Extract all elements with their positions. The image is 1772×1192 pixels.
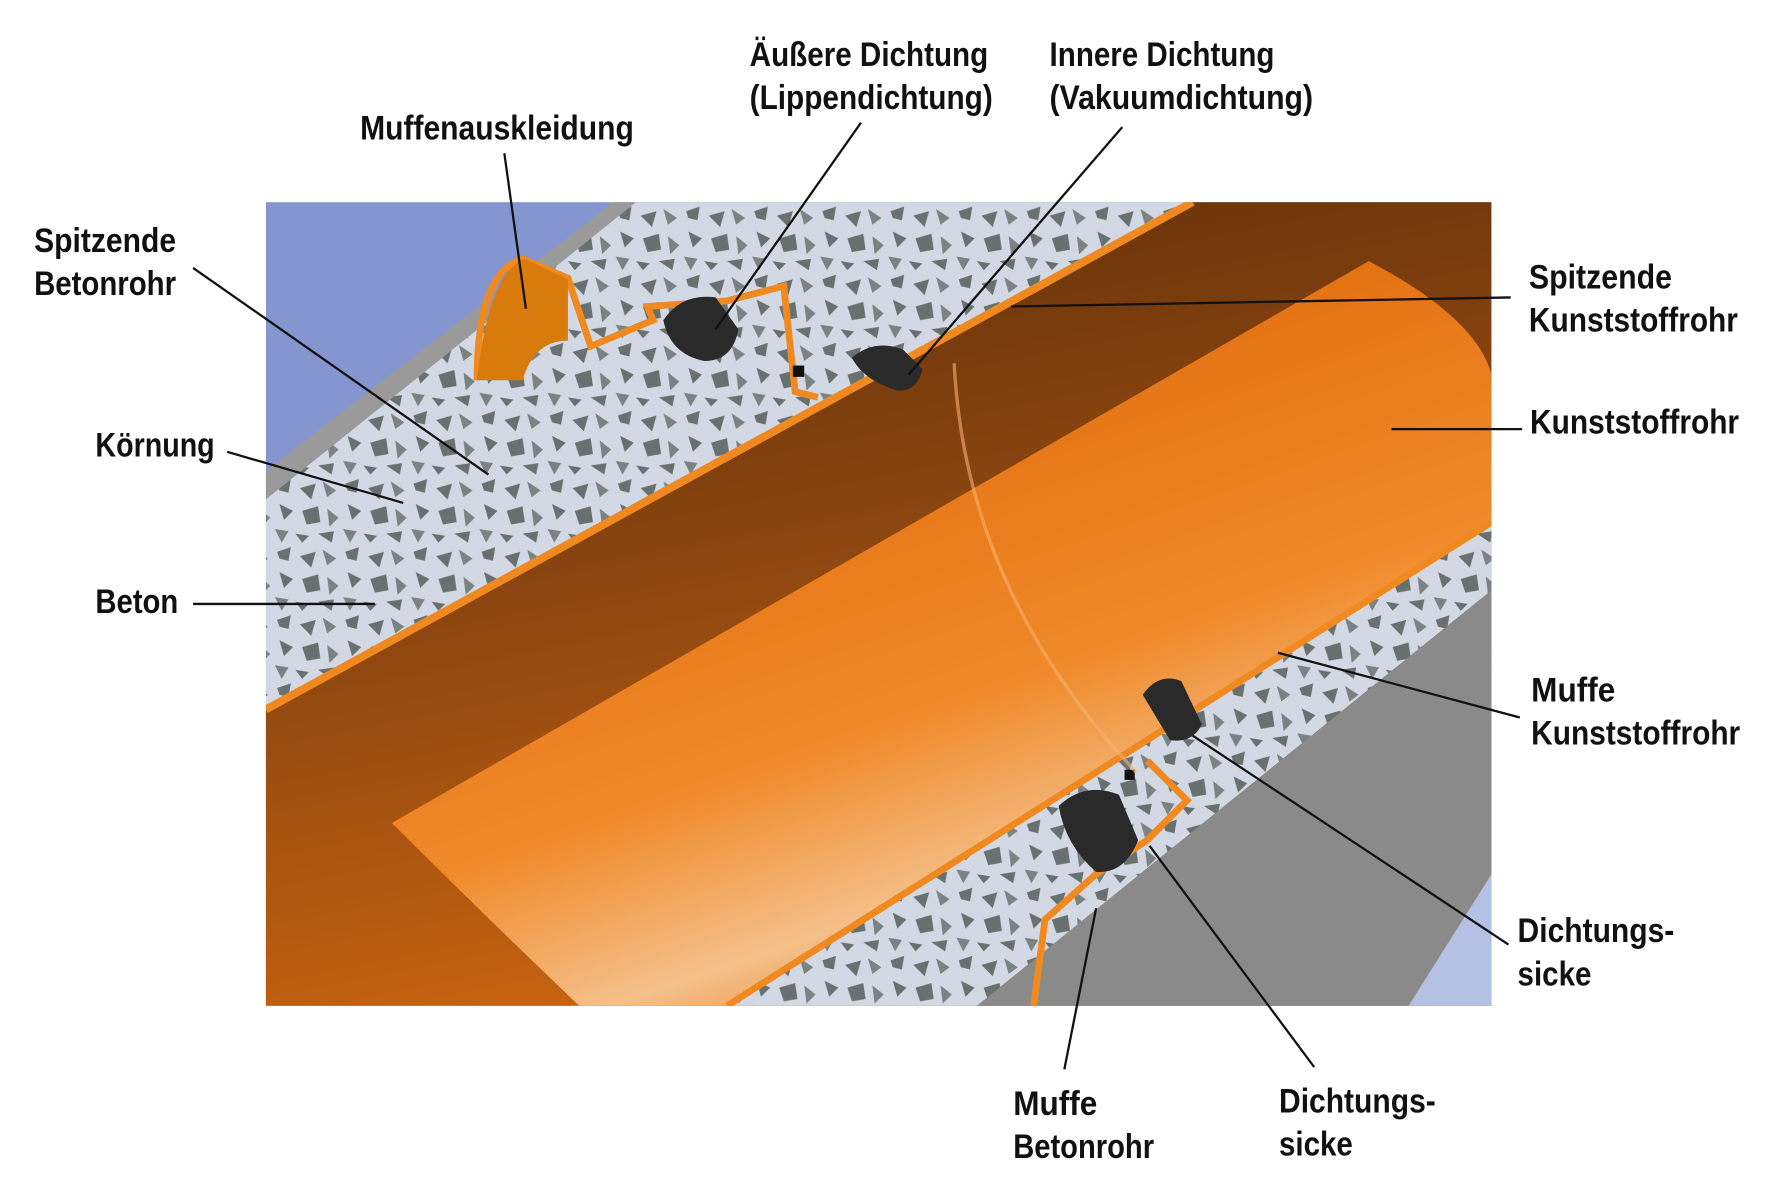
inner-seal-top bbox=[851, 345, 923, 391]
leader-seal-groove-bottom bbox=[1148, 845, 1316, 1068]
seal-groove-bottom bbox=[1124, 769, 1135, 780]
outer-surface-bottom bbox=[976, 590, 1492, 1006]
label-inner-seal-1: Innere Dichtung bbox=[1050, 36, 1275, 74]
cutaway-illustration bbox=[265, 202, 1492, 1006]
leader-socket-concrete bbox=[1063, 907, 1098, 1070]
leader-aggregate bbox=[226, 450, 404, 505]
background-corner bbox=[1408, 874, 1492, 1006]
label-aggregate: Körnung bbox=[95, 426, 214, 464]
plastic-liner-top bbox=[265, 202, 1195, 714]
label-socket-concrete-2: Betonrohr bbox=[1013, 1128, 1154, 1166]
label-spigot-plastic-1: Spitzende bbox=[1529, 258, 1672, 296]
joint-seam bbox=[952, 363, 1138, 774]
label-seal-groove-bottom-2: sicke bbox=[1279, 1126, 1353, 1164]
label-outer-seal-2: (Lippendichtung) bbox=[750, 79, 993, 117]
label-outer-seal-1: Äußere Dichtung bbox=[750, 36, 989, 74]
label-plastic-pipe: Kunststoffrohr bbox=[1530, 404, 1739, 442]
label-spigot-concrete-1: Spitzende bbox=[34, 222, 176, 260]
label-socket-plastic-1: Muffe bbox=[1531, 672, 1615, 710]
leader-spigot-plastic bbox=[1010, 296, 1511, 308]
leader-outer-seal bbox=[714, 121, 862, 330]
label-seal-groove-right-1: Dichtungs- bbox=[1518, 912, 1675, 950]
label-socket-plastic-2: Kunststoffrohr bbox=[1531, 715, 1740, 753]
plastic-pipe-body bbox=[391, 261, 1492, 1006]
label-socket-lining: Muffenauskleidung bbox=[360, 110, 634, 148]
outer-seal-bottom bbox=[1058, 789, 1139, 873]
label-inner-seal-2: (Vakuumdichtung) bbox=[1050, 79, 1314, 117]
plastic-liner-bottom bbox=[725, 519, 1492, 1006]
leader-lines bbox=[192, 121, 1523, 1070]
socket-lining-shape bbox=[477, 258, 568, 381]
leader-spigot-concrete bbox=[192, 266, 490, 476]
outer-seal-top bbox=[663, 296, 739, 362]
label-seal-groove-right-2: sicke bbox=[1518, 955, 1592, 993]
seal-groove-top bbox=[792, 365, 805, 377]
leader-socket-lining bbox=[503, 153, 528, 309]
label-spigot-concrete-2: Betonrohr bbox=[34, 265, 176, 303]
leader-socket-plastic bbox=[1277, 651, 1521, 719]
labels: Äußere Dichtung (Lippendichtung) Innere … bbox=[34, 36, 1740, 1166]
label-seal-groove-bottom-1: Dichtungs- bbox=[1279, 1083, 1436, 1121]
label-socket-concrete-1: Muffe bbox=[1013, 1085, 1097, 1123]
leader-inner-seal bbox=[907, 126, 1124, 376]
inner-seal-bottom bbox=[1142, 678, 1202, 741]
socket-lining-top bbox=[473, 255, 819, 401]
label-spigot-plastic-2: Kunststoffrohr bbox=[1529, 301, 1738, 339]
leader-seal-groove-right bbox=[1192, 734, 1510, 946]
label-concrete: Beton bbox=[95, 583, 178, 621]
